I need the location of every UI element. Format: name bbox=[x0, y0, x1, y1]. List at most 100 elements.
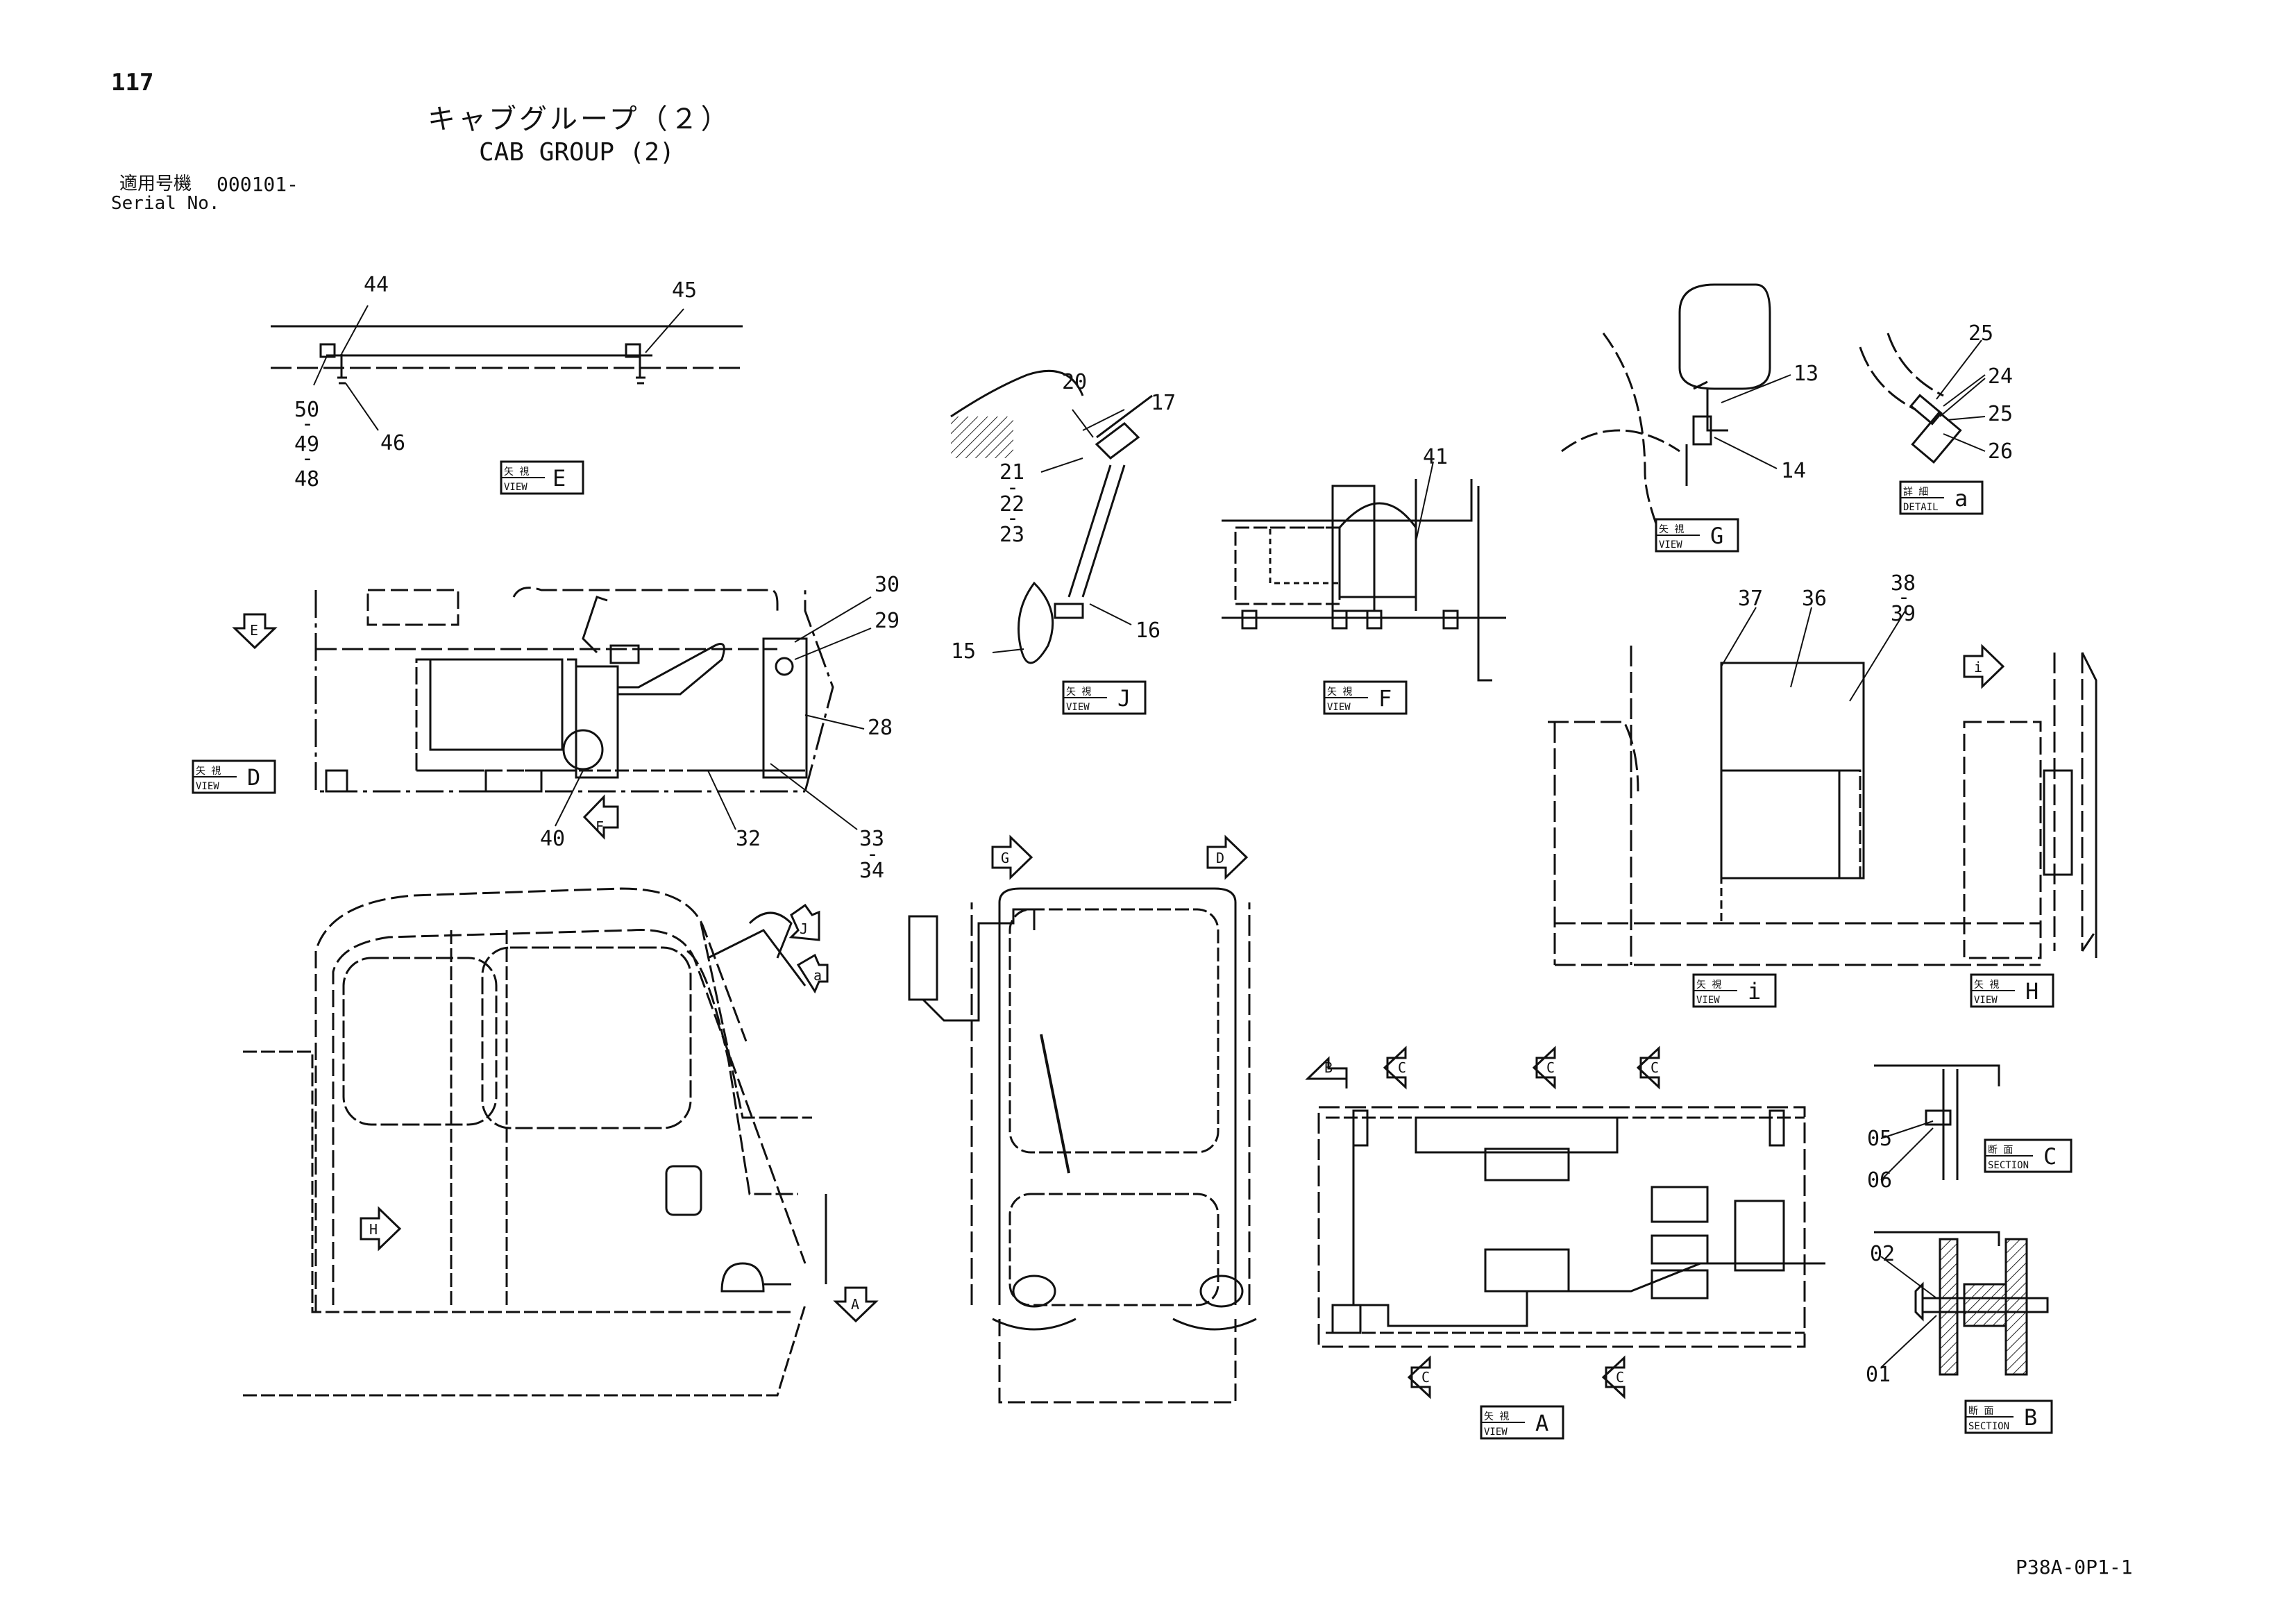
svg-text:矢 視: 矢 視 bbox=[1974, 979, 1999, 991]
arrow-view-c-3: C bbox=[1636, 1045, 1660, 1090]
svg-text:-: - bbox=[1006, 506, 1019, 530]
svg-text:VIEW: VIEW bbox=[504, 482, 527, 493]
section-label-c: 断 面 SECTION C bbox=[1984, 1138, 2073, 1173]
svg-text:C: C bbox=[1421, 1369, 1430, 1386]
callout-45: 45 bbox=[672, 278, 697, 303]
arrow-view-g: G bbox=[991, 834, 1033, 880]
page-title-japanese: キャブグループ（２） bbox=[428, 103, 732, 135]
callout-25-bottom: 25 bbox=[1988, 402, 2013, 426]
svg-text:VIEW: VIEW bbox=[1327, 702, 1351, 713]
svg-text:矢 視: 矢 視 bbox=[1659, 524, 1684, 535]
svg-text:矢 視: 矢 視 bbox=[196, 766, 221, 777]
view-arrows: E F G D J H A B bbox=[232, 613, 2005, 1399]
view-j-drawing bbox=[950, 369, 1153, 664]
arrow-view-c-2: C bbox=[1532, 1045, 1556, 1090]
svg-text:断 面: 断 面 bbox=[1988, 1145, 2013, 1156]
svg-text:D: D bbox=[247, 764, 260, 791]
arrow-view-i: i bbox=[1963, 644, 2005, 689]
callout-01: 01 bbox=[1866, 1363, 1891, 1387]
part-callouts: 44 45 50 - 49 - 48 46 20 17 21 - 22 - 23… bbox=[294, 273, 2013, 1387]
svg-text:矢 視: 矢 視 bbox=[1696, 979, 1721, 991]
view-d-leaders bbox=[555, 596, 872, 830]
view-i-drawing bbox=[1548, 607, 2041, 966]
callout-33: 33 bbox=[859, 827, 884, 851]
detail-label-a: 詳 細 DETAIL a bbox=[1899, 480, 1984, 515]
svg-text:VIEW: VIEW bbox=[1659, 539, 1682, 550]
svg-text:H: H bbox=[369, 1221, 378, 1238]
callout-25-top: 25 bbox=[1968, 321, 1993, 346]
callout-16: 16 bbox=[1136, 619, 1160, 643]
svg-text:H: H bbox=[2025, 978, 2038, 1004]
svg-text:A: A bbox=[1535, 1410, 1548, 1436]
arrow-view-f: F bbox=[582, 794, 619, 840]
callout-37: 37 bbox=[1738, 587, 1763, 611]
arrow-view-b: B bbox=[1305, 1056, 1348, 1088]
arrow-view-j: J bbox=[788, 903, 820, 941]
view-label-a: 矢 視 VIEW A bbox=[1480, 1405, 1564, 1440]
callout-28: 28 bbox=[868, 716, 893, 740]
arrow-view-d: D bbox=[1206, 834, 1249, 880]
svg-text:詳 細: 詳 細 bbox=[1903, 487, 1928, 498]
svg-text:DETAIL: DETAIL bbox=[1903, 502, 1939, 513]
callout-22: 22 bbox=[999, 492, 1024, 516]
svg-text:E: E bbox=[552, 465, 566, 491]
cab-rear-drawing bbox=[908, 887, 1257, 1404]
svg-text:断 面: 断 面 bbox=[1968, 1406, 1993, 1417]
svg-text:-: - bbox=[301, 412, 314, 436]
svg-text:SECTION: SECTION bbox=[1988, 1160, 2029, 1171]
svg-text:A: A bbox=[851, 1296, 859, 1313]
svg-text:J: J bbox=[800, 920, 808, 937]
svg-text:C: C bbox=[1651, 1059, 1659, 1076]
callout-38: 38 bbox=[1891, 571, 1916, 596]
svg-text:C: C bbox=[1398, 1059, 1406, 1076]
svg-text:B: B bbox=[1324, 1059, 1333, 1076]
callout-34: 34 bbox=[859, 859, 884, 883]
arrow-view-c-5: C bbox=[1601, 1355, 1626, 1399]
callout-05: 05 bbox=[1867, 1127, 1892, 1151]
svg-text:-: - bbox=[301, 446, 314, 471]
svg-text:-: - bbox=[1898, 585, 1910, 609]
callout-13: 13 bbox=[1793, 362, 1818, 386]
callout-41: 41 bbox=[1423, 445, 1448, 469]
callout-39: 39 bbox=[1891, 602, 1916, 626]
svg-text:VIEW: VIEW bbox=[196, 781, 219, 792]
svg-text:a: a bbox=[813, 967, 822, 984]
view-e-drawing bbox=[271, 305, 743, 431]
arrow-view-e: E bbox=[232, 613, 278, 650]
callout-49: 49 bbox=[294, 432, 319, 457]
serial-label: Serial No. bbox=[111, 193, 220, 214]
svg-text:-: - bbox=[1006, 476, 1019, 500]
view-label-f: 矢 視 VIEW F bbox=[1323, 680, 1408, 715]
view-g-drawing bbox=[1561, 283, 1791, 549]
view-d-drawing bbox=[314, 587, 834, 793]
callout-32: 32 bbox=[736, 827, 761, 851]
view-f-drawing bbox=[1222, 461, 1506, 682]
svg-text:J: J bbox=[1117, 685, 1131, 712]
page-title: CAB GROUP (2) bbox=[479, 138, 675, 167]
arrow-view-c-4: C bbox=[1407, 1355, 1431, 1399]
page-number: 117 bbox=[111, 69, 154, 96]
view-label-h: 矢 視 VIEW H bbox=[1970, 973, 2054, 1008]
svg-text:矢 視: 矢 視 bbox=[1066, 687, 1091, 698]
callout-44: 44 bbox=[364, 273, 389, 297]
svg-text:VIEW: VIEW bbox=[1974, 995, 1998, 1006]
svg-text:D: D bbox=[1216, 850, 1224, 866]
callout-36: 36 bbox=[1802, 587, 1827, 611]
callout-30: 30 bbox=[875, 573, 900, 597]
section-label-b: 断 面 SECTION B bbox=[1964, 1399, 2053, 1434]
drawing-code: P38A-0P1-1 bbox=[2016, 1556, 2133, 1579]
callout-24: 24 bbox=[1988, 364, 2013, 389]
callout-14: 14 bbox=[1781, 459, 1806, 483]
section-b-drawing bbox=[1874, 1231, 2049, 1376]
view-label-j: 矢 視 VIEW J bbox=[1062, 680, 1147, 715]
svg-text:i: i bbox=[1974, 659, 1982, 675]
svg-text:F: F bbox=[596, 818, 604, 835]
arrow-view-a: A bbox=[833, 1286, 879, 1323]
callout-06: 06 bbox=[1867, 1168, 1892, 1193]
svg-text:SECTION: SECTION bbox=[1968, 1421, 2009, 1432]
view-label-g: 矢 視 VIEW G bbox=[1655, 518, 1739, 553]
svg-text:B: B bbox=[2024, 1404, 2037, 1431]
view-label-d: 矢 視 VIEW D bbox=[192, 759, 276, 794]
svg-text:-: - bbox=[866, 842, 879, 866]
callout-23: 23 bbox=[999, 523, 1024, 547]
